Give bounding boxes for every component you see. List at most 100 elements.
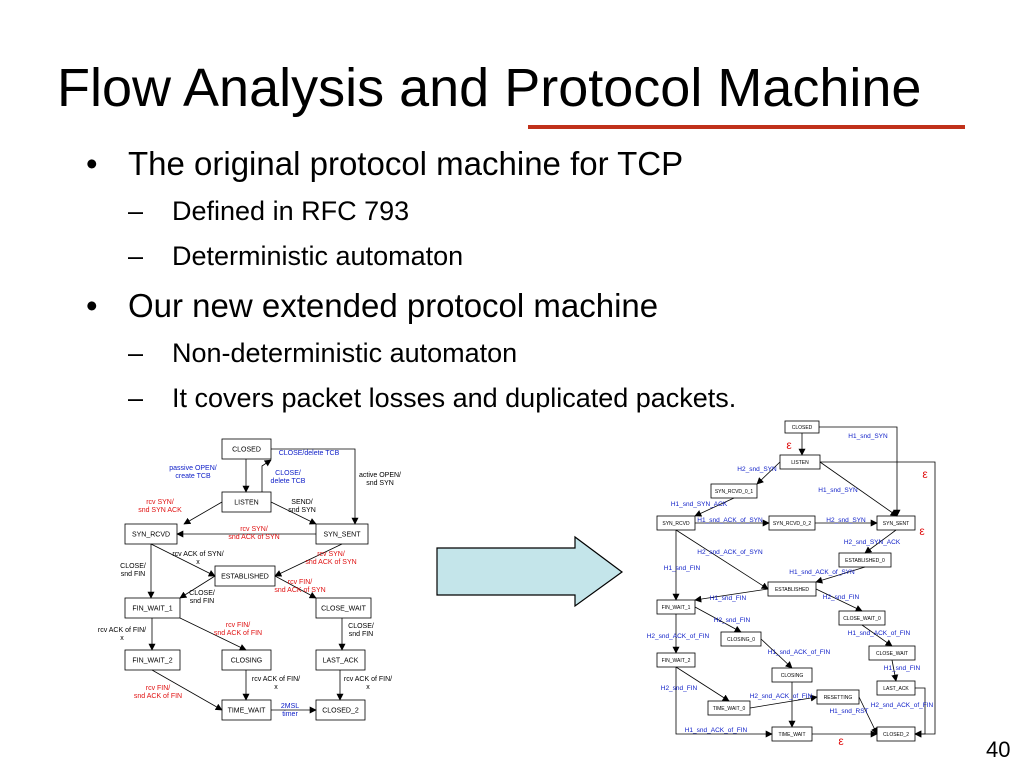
left-state-fin-wait-2: FIN_WAIT_2 (124, 649, 181, 671)
right-state-time-wait-label: TIME_WAIT (778, 732, 805, 738)
right-state-time-wait-0-label: TIME_WAIT_0 (713, 706, 746, 712)
sub-marker: – (128, 196, 144, 226)
epsilon-marker-4: ε (838, 734, 844, 748)
left-state-syn-rcvd: SYN_RCVD (124, 523, 178, 545)
right-label-h1-snd-ack-of-syn-2: H1_snd_ACK_of_SYN (789, 569, 855, 576)
right-state-syn-sent: SYN_SENT (876, 515, 916, 531)
transition-arrow (749, 694, 818, 709)
bullet-marker: • (86, 145, 98, 182)
right-label-h2-snd-syn-2: H2_snd_SYN (826, 517, 866, 524)
left-state-syn-rcvd-label: SYN_RCVD (132, 531, 170, 538)
transition-arrow (151, 669, 223, 711)
transition-arrow (274, 543, 343, 577)
right-state-closing-0: CLOSING_0 (720, 631, 762, 647)
right-state-listen: LISTEN (779, 454, 821, 470)
right-label-h1-snd-ack-of-fin-2: H1_snd_ACK_of_FIN (848, 630, 911, 637)
epsilon-marker-1: ε (786, 438, 792, 452)
left-label-rcv-syn-ack-syn: rcv SYN/snd ACK of SYN (228, 526, 279, 541)
slide-title: Flow Analysis and Protocol Machine (57, 58, 922, 118)
right-state-time-wait: TIME_WAIT (771, 726, 813, 742)
transition-arrow (815, 566, 866, 584)
left-label-rcv-fin-ack-fin-1: rcv FIN/snd ACK of SYN (274, 579, 325, 594)
left-label-close-fin-1: CLOSE/snd FIN (120, 563, 146, 578)
left-state-time-wait: TIME_WAIT (221, 699, 272, 721)
left-state-closed-2-label: CLOSED_2 (322, 707, 359, 714)
transition-arrow (261, 459, 272, 492)
left-state-close-wait: CLOSE_WAIT (315, 597, 372, 619)
right-label-h2-snd-ack-of-syn: H2_snd_ACK_of_SYN (697, 549, 763, 556)
right-state-syn-rcvd-0-1-label: SYN_RCVD_0_1 (715, 489, 754, 495)
left-label-close-fin-2: CLOSE/snd FIN (189, 590, 215, 605)
transition-arrow (819, 426, 901, 517)
right-state-syn-rcvd-0-1: SYN_RCVD_0_1 (710, 483, 758, 499)
left-state-fin-wait-1: FIN_WAIT_1 (124, 597, 181, 619)
left-state-established: ESTABLISHED (214, 565, 276, 587)
left-label-passive-open: passive OPEN/create TCB (169, 465, 217, 480)
transition-arrow (858, 696, 878, 735)
transition-arrow (861, 624, 893, 647)
sub-marker: – (128, 338, 144, 368)
right-state-syn-rcvd-label: SYN_RCVD (662, 521, 690, 527)
left-state-closing: CLOSING (221, 649, 272, 671)
left-state-syn-sent: SYN_SENT (315, 523, 369, 545)
right-label-h1-snd-ack-of-fin-1: H1_snd_ACK_of_FIN (768, 649, 831, 656)
transition-arrow (694, 497, 735, 517)
bullet-1-text: The original protocol machine for TCP (128, 145, 684, 182)
sub-bullet-1-2-text: Deterministic automaton (172, 241, 464, 271)
right-label-h1-snd-syn-1: H1_snd_SYN (848, 433, 888, 440)
sub-bullet-1-1-text: Defined in RFC 793 (172, 196, 410, 226)
left-state-listen-label: LISTEN (234, 499, 259, 506)
transition-arrow (815, 588, 863, 612)
transition-arrow (675, 667, 773, 738)
left-state-established-label: ESTABLISHED (221, 573, 269, 580)
right-state-closed-2: CLOSED_2 (876, 726, 916, 742)
left-label-close-fin-3: CLOSE/snd FIN (348, 623, 374, 638)
right-state-fin-wait-1: FIN_WAIT_1 (656, 599, 696, 615)
epsilon-marker-2: ε (922, 467, 928, 481)
left-state-last-ack: LAST_ACK (315, 649, 366, 671)
transition-arrow (914, 687, 926, 738)
left-label-rcv-syn-ack-syn-2: rcv SYN/snd ACK of SYN (305, 551, 356, 566)
transition-arrow (891, 659, 899, 682)
left-state-closed: CLOSED (221, 438, 272, 460)
right-label-h2-snd-ack-of-fin-1: H2_snd_ACK_of_FIN (647, 633, 710, 640)
left-state-close-wait-label: CLOSE_WAIT (321, 605, 367, 612)
right-state-closed: CLOSED (784, 420, 820, 434)
right-state-resetting-label: RESETTING (824, 695, 853, 701)
right-state-syn-rcvd-0-2-label: SYN_RCVD_0_2 (773, 521, 812, 527)
left-label-close-delete-tcb-1: CLOSE/delete TCB (279, 450, 340, 457)
right-label-h1-snd-fin-3: H1_snd_FIN (884, 665, 921, 672)
transition-arrow (675, 529, 769, 590)
right-label-h2-snd-fin-3: H2_snd_FIN (661, 685, 698, 692)
transition-arrow (819, 461, 898, 517)
right-label-h2-snd-syn-1: H2_snd_SYN (737, 466, 777, 473)
sub-bullet-2-1-text: Non-deterministic automaton (172, 338, 518, 368)
bullet-2-text: Our new extended protocol machine (128, 287, 659, 324)
right-state-resetting: RESETTING (816, 689, 860, 705)
right-label-h1-snd-rst: H1_snd_RST (829, 708, 868, 715)
right-state-closing-0-label: CLOSING_0 (727, 637, 755, 643)
right-state-syn-rcvd-0-2: SYN_RCVD_0_2 (768, 515, 816, 531)
right-state-syn-sent-label: SYN_SENT (883, 521, 909, 527)
right-state-established-0-label: ESTABLISHED_0 (845, 558, 885, 564)
left-label-send-syn: SEND/snd SYN (288, 499, 316, 514)
sub-bullet-2-2-text: It covers packet losses and duplicated p… (172, 383, 737, 413)
left-label-rcv-ack-fin-1: rcv ACK of FIN/x (98, 627, 146, 642)
right-state-time-wait-0: TIME_WAIT_0 (707, 700, 751, 716)
right-state-listen-label: LISTEN (791, 460, 809, 466)
transition-arrow (760, 638, 793, 669)
right-state-last-ack: LAST_ACK (876, 680, 916, 696)
left-state-listen: LISTEN (221, 491, 272, 513)
transition-arrow (820, 461, 936, 738)
right-state-last-ack-label: LAST_ACK (883, 686, 909, 692)
transition-arrow (694, 606, 742, 633)
right-label-h1-snd-syn-2: H1_snd_SYN (818, 487, 858, 494)
left-state-closed-2: CLOSED_2 (315, 699, 366, 721)
right-state-close-wait-0: CLOSE_WAIT_0 (838, 610, 886, 626)
transition-arrow (271, 448, 359, 525)
right-state-closed-label: CLOSED (792, 425, 813, 431)
left-state-closing-label: CLOSING (231, 657, 263, 664)
left-label-rcv-ack-fin-2: rcv ACK of FIN/x (252, 676, 300, 691)
